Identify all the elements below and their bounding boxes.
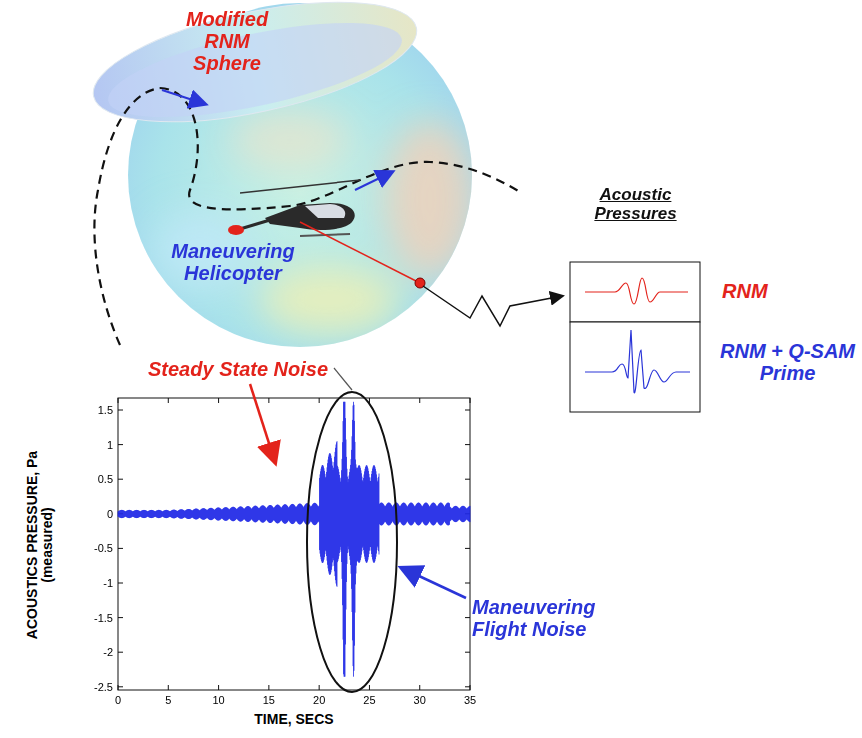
series-label: RNM [722, 280, 768, 302]
x-axis-title: TIME, SECS [254, 712, 333, 727]
rnm-waveform [585, 278, 688, 304]
tick [319, 398, 320, 403]
callout-arrow [402, 568, 466, 598]
y-axis-title: ACOUSTICS PRESSURE, Pa(measured) [25, 451, 56, 639]
tick [419, 685, 420, 690]
tick [118, 398, 119, 403]
tick [218, 398, 219, 403]
rotor-blade [240, 180, 360, 193]
sphere-inner [101, 4, 409, 137]
flight-path [160, 88, 520, 209]
tail-rotor [228, 225, 244, 235]
y-tick-label: 1.5 [98, 404, 113, 416]
tick [465, 444, 470, 445]
y-tick-label: -2.5 [94, 681, 113, 693]
tick [268, 685, 269, 690]
sphere-opening [83, 0, 427, 145]
x-tick-label: 10 [212, 694, 224, 706]
annotation-label: Steady State Noise [148, 358, 328, 380]
tick [118, 410, 123, 411]
helicopter-label: Maneuvering Helicopter [168, 240, 298, 284]
tick [369, 685, 370, 690]
x-tick-label: 30 [414, 694, 426, 706]
tick [118, 583, 123, 584]
tick [118, 444, 123, 445]
y-tick-label: -0.5 [94, 542, 113, 554]
y-tick-label: -2 [103, 646, 113, 658]
flight-path [94, 88, 160, 345]
plot-frame [118, 398, 470, 690]
annotation-label: Maneuvering Flight Noise [472, 596, 632, 640]
tick [118, 686, 123, 687]
waveform-box [570, 322, 700, 412]
tick [168, 685, 169, 690]
tick [118, 617, 123, 618]
tick [168, 398, 169, 403]
y-axis-title-line: ACOUSTICS PRESSURE, Pa [25, 451, 40, 639]
x-tick-label: 0 [115, 694, 121, 706]
tick [465, 410, 470, 411]
helicopter [228, 180, 360, 236]
x-tick-label: 20 [313, 694, 325, 706]
tick [470, 685, 471, 690]
velocity-arrow [162, 90, 205, 104]
tick [465, 479, 470, 480]
x-tick-label: 15 [263, 694, 275, 706]
fuselage [265, 203, 355, 230]
propagation-ray [300, 222, 418, 282]
velocity-arrow [355, 172, 392, 190]
sphere-hotspot [230, 110, 350, 170]
callout-arrow [250, 384, 275, 462]
tick [465, 686, 470, 687]
y-tick-label: -1.5 [94, 612, 113, 624]
tick [118, 652, 123, 653]
tick [465, 652, 470, 653]
tick [465, 548, 470, 549]
y-tick-label: 1 [107, 439, 113, 451]
tick [470, 398, 471, 403]
sphere-hotspot [385, 120, 475, 280]
tick [118, 685, 119, 690]
y-axis-title-line: (measured) [40, 451, 55, 639]
x-tick-label: 5 [165, 694, 171, 706]
tick [118, 479, 123, 480]
pressure-signal [118, 402, 470, 677]
tick [268, 398, 269, 403]
tick [465, 583, 470, 584]
panel-header: Acoustic Pressures [588, 186, 683, 223]
x-tick-label: 25 [363, 694, 375, 706]
signal-arrow [423, 286, 562, 326]
sphere-label: Modified RNM Sphere [172, 8, 282, 74]
series-label: RNM + Q-SAM Prime [720, 340, 855, 384]
y-tick-label: 0.5 [98, 473, 113, 485]
tick [465, 617, 470, 618]
rnm-sphere [83, 0, 475, 347]
cockpit [305, 204, 345, 218]
highlight-ellipse [307, 392, 397, 692]
waveform-box [570, 262, 700, 322]
leader-line [334, 368, 352, 390]
qsam-waveform [585, 330, 690, 393]
y-tick-label: 0 [107, 508, 113, 520]
tick [419, 398, 420, 403]
y-tick-label: -1 [103, 577, 113, 589]
tick [118, 548, 123, 549]
tick [218, 685, 219, 690]
x-tick-label: 35 [464, 694, 476, 706]
tick [319, 685, 320, 690]
tick-marks [118, 398, 470, 690]
